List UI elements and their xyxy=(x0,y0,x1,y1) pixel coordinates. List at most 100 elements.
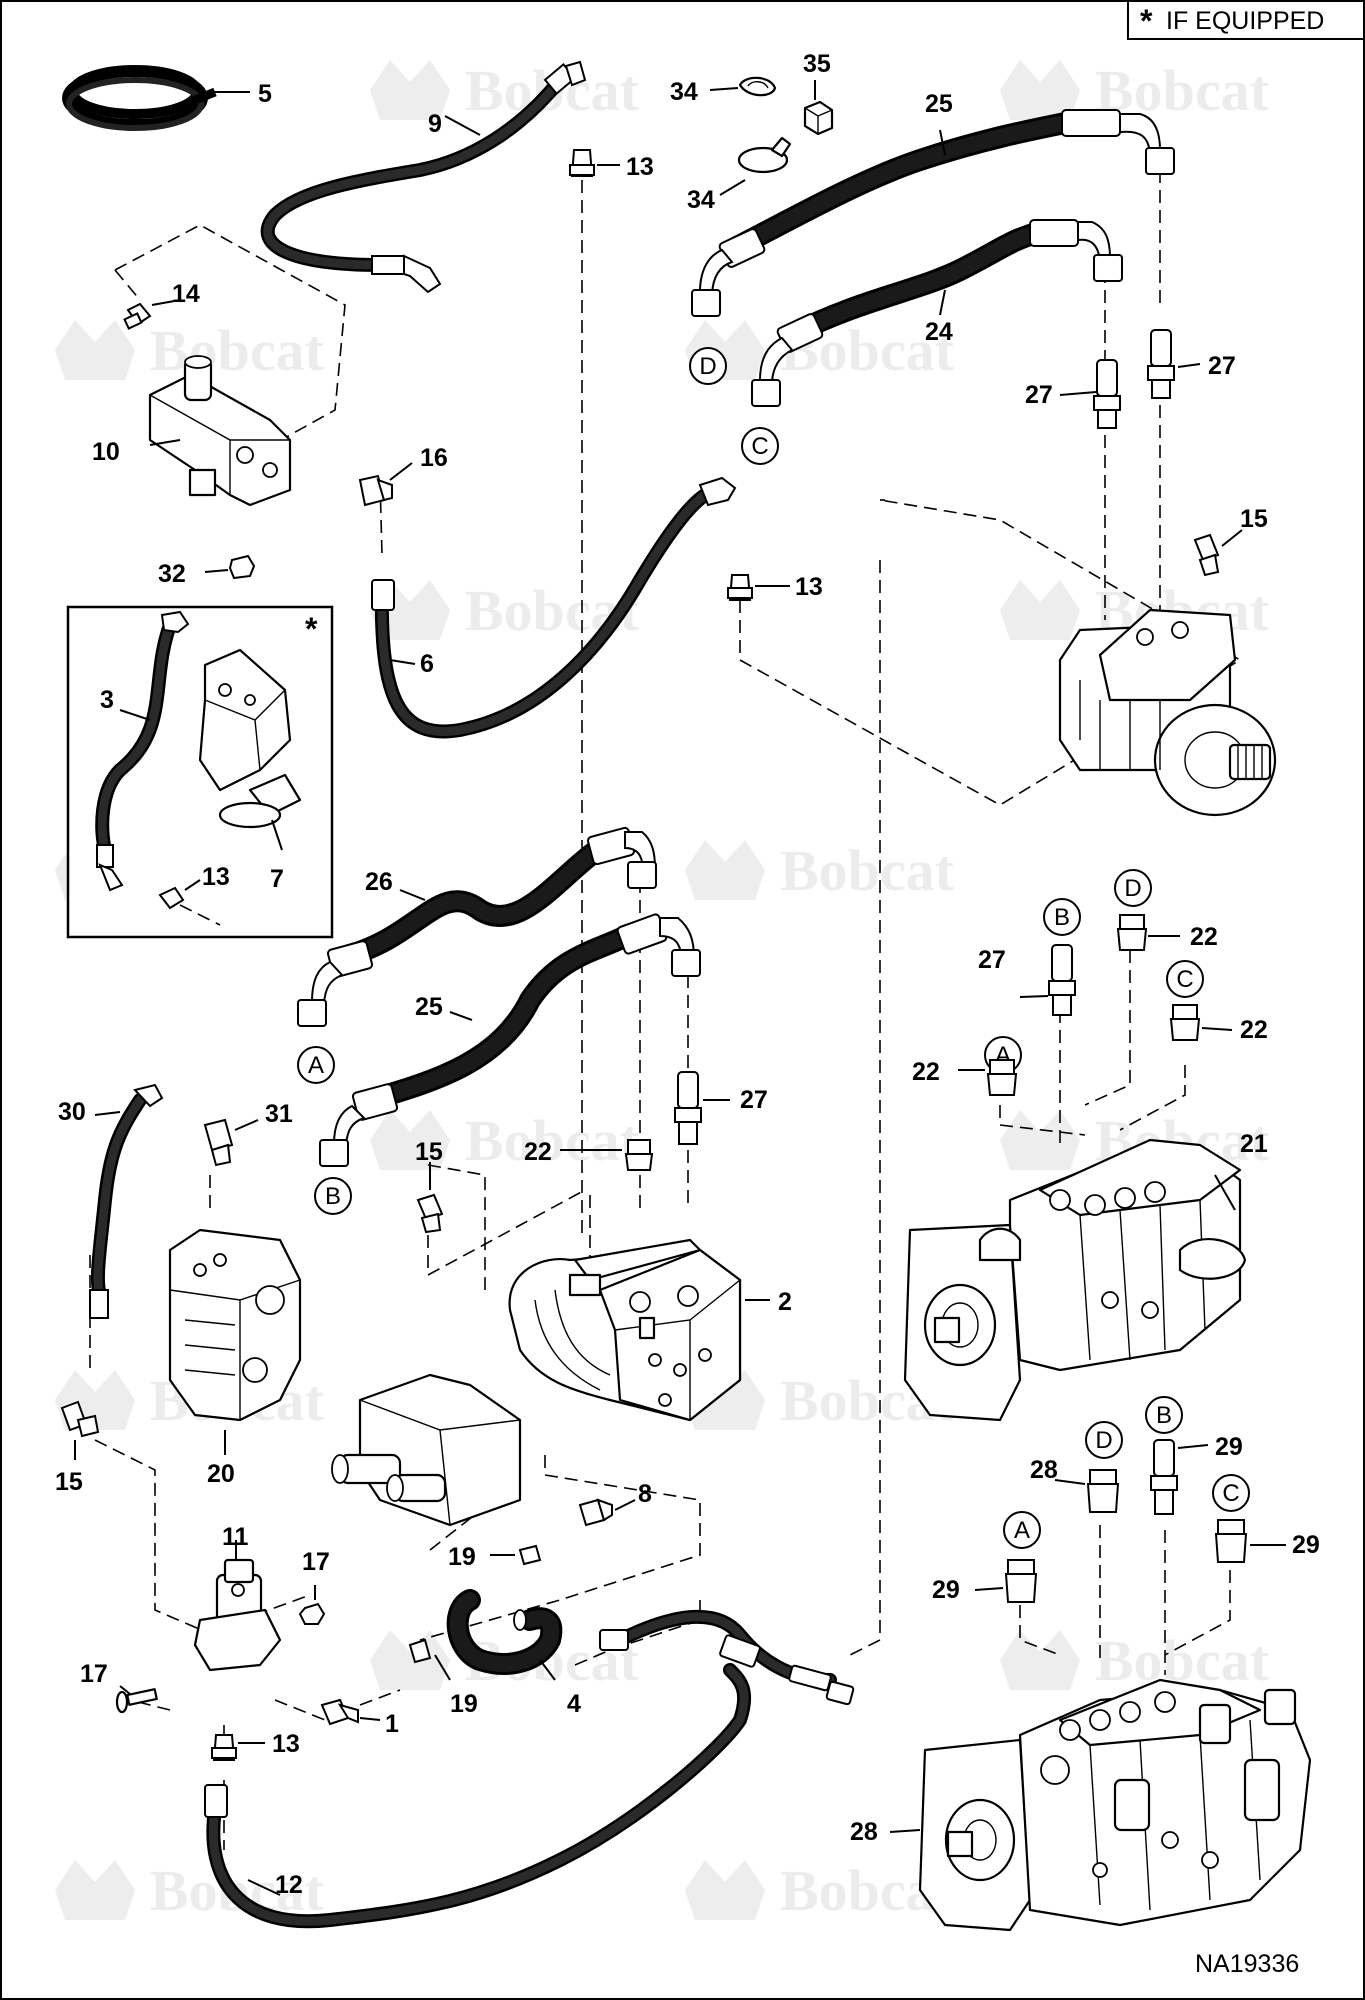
part-1-elbow xyxy=(320,1698,359,1726)
part-15-elbow-top xyxy=(1193,533,1220,577)
port-letter-b-28: B xyxy=(1145,1396,1183,1434)
callout-13-b: 13 xyxy=(795,573,823,601)
part-27-fitting-21 xyxy=(1048,944,1076,1016)
callout-28: 28 xyxy=(850,1818,878,1846)
svg-text:Bobcat: Bobcat xyxy=(150,318,325,383)
part-29-fitting-a28 xyxy=(1004,1559,1038,1603)
part-18-nut xyxy=(298,1602,326,1625)
port-letter-d-21: D xyxy=(1114,869,1152,907)
svg-text:Bobcat: Bobcat xyxy=(1095,1628,1270,1693)
part-13-fitting-top xyxy=(569,149,595,177)
part-9-hose xyxy=(260,60,587,294)
callout-2: 2 xyxy=(778,1288,792,1316)
callout-31: 32 xyxy=(158,560,186,588)
callout-labels: 5 9 13 34 35 34 25 24 14 10 16 32 27 27 … xyxy=(55,50,1320,1899)
callout-15-c: 15 xyxy=(55,1468,83,1496)
svg-text:Bobcat: Bobcat xyxy=(1095,58,1270,123)
callout-3: 3 xyxy=(100,686,114,714)
svg-text:A: A xyxy=(1014,1517,1030,1544)
port-letter-a-left: A xyxy=(297,1046,335,1084)
svg-text:C: C xyxy=(751,433,768,460)
part-12-hose xyxy=(204,1609,855,1929)
port-letter-b-21: B xyxy=(1043,898,1081,936)
part-15-elbow-left xyxy=(60,1400,100,1438)
part-15-elbow-mid xyxy=(416,1193,444,1234)
svg-text:B: B xyxy=(1156,1402,1172,1429)
part-34-clamp-top xyxy=(738,76,777,97)
svg-text:C: C xyxy=(1222,1480,1239,1507)
callout-27-d: 27 xyxy=(978,946,1006,974)
port-letter-d-top: D xyxy=(689,347,727,385)
part-21-pump xyxy=(903,1138,1247,1422)
svg-text:D: D xyxy=(699,353,716,380)
callout-16: 16 xyxy=(420,444,448,472)
callout-27-c: 27 xyxy=(740,1086,768,1114)
callout-12: 12 xyxy=(275,1871,303,1899)
callout-13-a: 13 xyxy=(626,153,654,181)
part-13-fitting-bottom xyxy=(211,1734,237,1761)
callout-25: 25 xyxy=(415,993,443,1021)
inset-optional-parts: * xyxy=(66,605,334,939)
part-27-fitting-center xyxy=(674,1071,702,1145)
part-28-pump xyxy=(918,1678,1312,1932)
part-20-valve-block xyxy=(168,1228,302,1422)
callout-19-b: 19 xyxy=(450,1690,478,1718)
callout-1: 1 xyxy=(385,1710,399,1738)
svg-text:D: D xyxy=(1124,875,1141,902)
callout-27-b: 27 xyxy=(1025,381,1053,409)
callout-22-c: 22 xyxy=(1240,1016,1268,1044)
callout-22-d: 22 xyxy=(912,1058,940,1086)
part-22-fitting-c21 xyxy=(1169,1004,1201,1041)
part-29-fitting-d28 xyxy=(1086,1469,1120,1513)
callout-33: 31 xyxy=(265,1100,293,1128)
callout-9: 9 xyxy=(428,110,442,138)
top-right-motor xyxy=(1058,608,1277,817)
part-29-fitting-c28 xyxy=(1214,1519,1248,1563)
port-letter-c-28: C xyxy=(1212,1474,1250,1512)
callout-29-a: 28 xyxy=(1030,1456,1058,1484)
part-33-elbow xyxy=(203,1118,234,1167)
part-8-elbow xyxy=(578,1498,613,1527)
callout-19-a: 19 xyxy=(448,1543,476,1571)
callout-17: 17 xyxy=(80,1660,108,1688)
part-10-filter-head xyxy=(148,355,292,507)
part-17-bolt xyxy=(115,1688,158,1714)
part-13-fitting-mid xyxy=(727,574,753,601)
part-16-elbow xyxy=(358,474,393,507)
callout-35: 35 xyxy=(803,50,831,78)
part-5-coiled-hose xyxy=(62,65,217,131)
callout-leaders xyxy=(74,80,1286,1896)
callout-23: 24 xyxy=(925,318,953,346)
svg-text:B: B xyxy=(325,1183,341,1210)
callout-8: 8 xyxy=(638,1480,652,1508)
part-4-hose xyxy=(446,1589,563,1675)
part-19-clamp-bottom xyxy=(408,1638,432,1664)
part-6-hose xyxy=(371,476,737,739)
part-24-hose xyxy=(691,109,1175,317)
legend-label: IF EQUIPPED xyxy=(1166,7,1324,35)
port-letter-a-28: A xyxy=(1003,1511,1041,1549)
reservoir-tank xyxy=(331,1373,522,1527)
svg-text:A: A xyxy=(308,1052,324,1079)
part-30-fitting xyxy=(1150,1439,1178,1515)
callout-32: 30 xyxy=(58,1098,86,1126)
legend-asterisk: * xyxy=(1140,3,1153,39)
port-letter-d-28: D xyxy=(1085,1421,1123,1459)
port-letter-c-21: C xyxy=(1166,960,1204,998)
part-35-block xyxy=(803,100,834,136)
port-letter-b-left: B xyxy=(314,1177,352,1215)
part-23-hose xyxy=(751,219,1123,407)
callout-34-a: 34 xyxy=(670,78,698,106)
callout-15-a: 15 xyxy=(1240,505,1268,533)
callout-30: 29 xyxy=(1215,1433,1243,1461)
part-22-fitting-center xyxy=(624,1139,654,1171)
part-31-nut xyxy=(228,554,256,580)
callout-6: 6 xyxy=(420,650,434,678)
part-22-fitting-a21 xyxy=(986,1059,1018,1096)
callout-22-b: 22 xyxy=(1190,923,1218,951)
assembly-lines xyxy=(89,170,1242,1850)
callout-13-c: 13 xyxy=(202,863,230,891)
part-19-clamp-top xyxy=(518,1544,542,1566)
